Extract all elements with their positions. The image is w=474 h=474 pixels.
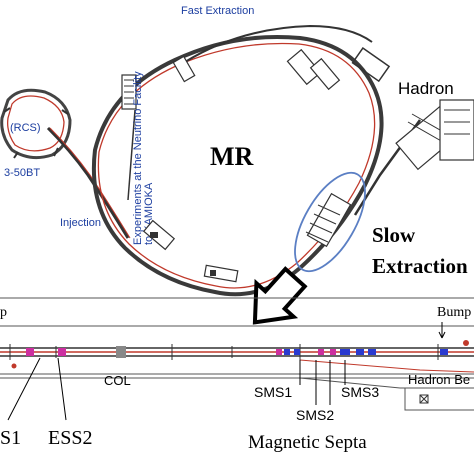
ess1-label: S1 <box>0 427 21 449</box>
ess2-label: ESS2 <box>48 427 92 449</box>
rcs-label: (RCS) <box>10 122 41 134</box>
hadron-beam-label: Hadron Be <box>408 372 470 387</box>
ess2-magnet <box>58 348 66 356</box>
fast-extraction-line <box>184 24 391 91</box>
hadron-label: Hadron <box>398 79 454 98</box>
neutrino-label-group: Experiments at the Neutrino Facility to … <box>132 71 155 245</box>
injection-label: Injection <box>60 217 101 229</box>
bt-label: 3-50BT <box>4 167 40 179</box>
bump-right-label: Bump <box>437 305 471 320</box>
slow-extraction-magnets <box>305 192 352 248</box>
bump-left-label: p <box>0 305 7 320</box>
collimator-block <box>116 346 126 358</box>
main-ring <box>91 34 384 297</box>
sms1-label: SMS1 <box>254 384 292 400</box>
magnetic-septa-label: Magnetic Septa <box>248 432 367 453</box>
ess1-magnet <box>26 348 34 356</box>
extraction-label: Extraction <box>372 254 468 278</box>
slow-label: Slow <box>372 223 416 247</box>
bottom-magnets <box>203 264 239 283</box>
neutrino-label-line1: Experiments at the Neutrino Facility <box>132 71 144 245</box>
hadron-line <box>353 99 474 216</box>
injection-magnets <box>142 219 176 251</box>
bt-transport-line <box>46 126 131 239</box>
linear-schematic <box>0 297 474 411</box>
zoom-arrow <box>252 266 308 325</box>
sms2-label: SMS2 <box>296 407 334 423</box>
col-label: COL <box>104 373 131 388</box>
sms3-label: SMS3 <box>341 384 379 400</box>
fast-extraction-label: Fast Extraction <box>181 5 254 17</box>
neutrino-beamline <box>121 55 196 201</box>
slow-extraction-highlight <box>294 171 366 273</box>
mr-label: MR <box>210 142 254 171</box>
